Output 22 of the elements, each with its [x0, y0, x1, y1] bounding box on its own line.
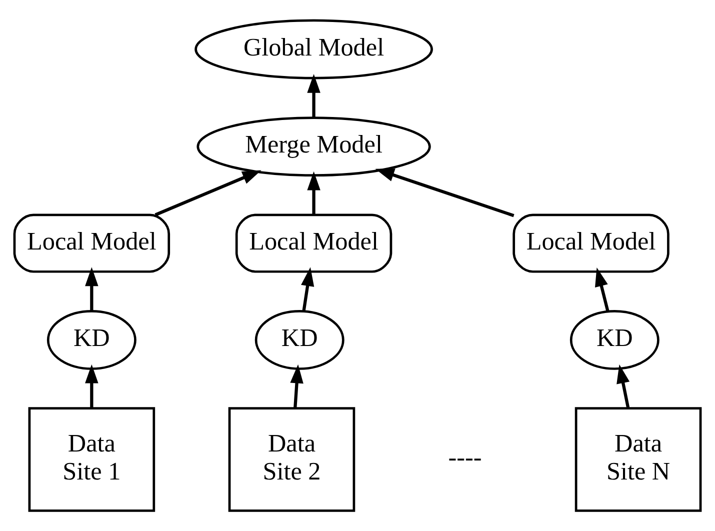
arrow [594, 268, 610, 312]
node-ellipse: KD [570, 310, 660, 370]
node-ellipse: KD [46, 310, 136, 370]
label: ---- [448, 444, 482, 472]
arrow [154, 170, 262, 216]
arrow [616, 364, 630, 408]
node-box: Local Model [13, 214, 170, 273]
arrow [85, 364, 98, 408]
node-ellipse: KD [254, 310, 344, 370]
arrow [301, 267, 314, 312]
arrow [307, 171, 320, 215]
arrow [290, 364, 304, 408]
node-box: Local Model [235, 214, 392, 273]
node-box: Data Site 2 [228, 407, 356, 512]
node-box: Data Site N [574, 407, 702, 512]
node-ellipse: Merge Model [196, 116, 431, 177]
node-box: Local Model [512, 214, 670, 273]
arrow [307, 74, 320, 118]
arrow [85, 267, 98, 311]
node-box: Data Site 1 [28, 407, 156, 512]
arrow [375, 168, 514, 218]
node-ellipse: Global Model [194, 19, 433, 80]
